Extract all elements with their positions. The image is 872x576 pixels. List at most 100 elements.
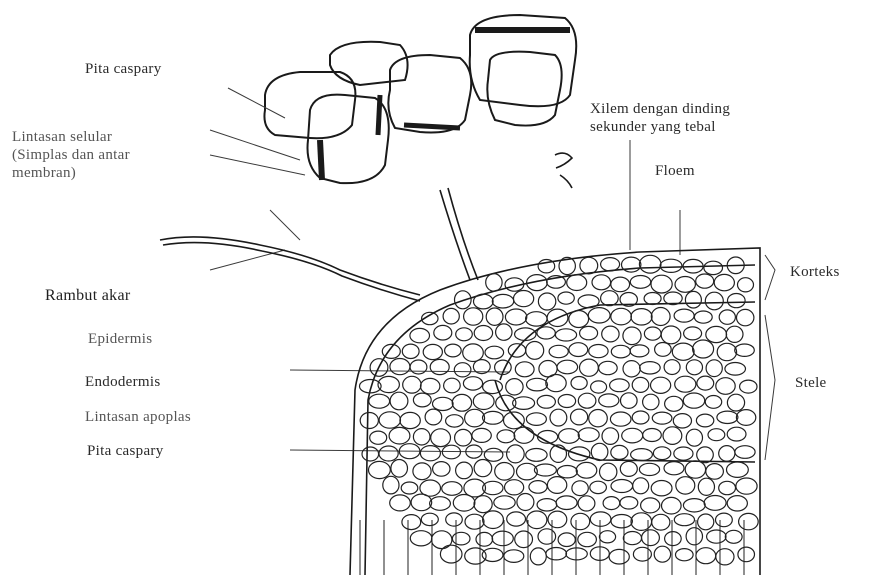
root-cell: [497, 430, 515, 443]
root-cell: [455, 429, 472, 446]
label-xilem: Xilem dengan dinding sekunder yang tebal: [590, 100, 730, 136]
root-cell: [571, 377, 587, 390]
root-cell: [578, 393, 596, 408]
root-cell: [430, 359, 449, 374]
root-cell: [463, 377, 482, 390]
root-cell: [389, 427, 410, 444]
root-cell: [651, 377, 671, 393]
label-endodermis: Endodermis: [85, 373, 161, 391]
root-cell: [706, 360, 722, 377]
root-cell: [736, 478, 757, 494]
root-cell: [547, 477, 566, 494]
root-cell: [610, 379, 630, 392]
root-cell: [642, 530, 660, 546]
root-cell: [557, 360, 578, 374]
root-cell: [591, 381, 607, 393]
root-cell: [590, 481, 607, 493]
root-cell: [537, 499, 557, 511]
root-cell: [611, 480, 633, 493]
root-cell: [546, 375, 566, 392]
root-cell: [725, 363, 746, 376]
root-cell: [433, 462, 450, 477]
root-cell: [483, 511, 504, 529]
root-cell: [514, 427, 534, 443]
root-cell: [698, 514, 714, 530]
label-korteks: Korteks: [790, 263, 840, 281]
root-cell: [611, 345, 630, 358]
root-cell: [514, 291, 534, 307]
root-cell: [633, 547, 651, 561]
root-cell: [504, 480, 523, 495]
root-cell: [369, 461, 391, 478]
root-cell: [472, 428, 491, 442]
root-cell: [716, 549, 734, 565]
root-cell: [548, 511, 567, 528]
root-cell: [390, 495, 411, 511]
root-cell: [623, 361, 640, 377]
root-cell: [739, 513, 759, 529]
root-cell: [423, 344, 442, 359]
root-cell: [446, 513, 463, 526]
root-cell: [621, 393, 638, 409]
root-cell: [602, 326, 619, 342]
endodermis-cells-3d-inset: [264, 15, 576, 183]
root-cell: [425, 409, 442, 425]
root-cell: [675, 277, 695, 293]
root-cell: [362, 447, 379, 461]
root-cell: [623, 532, 641, 545]
root-cell: [708, 429, 725, 441]
root-cell: [538, 529, 556, 544]
root-cell: [717, 343, 736, 360]
root-cell: [599, 394, 619, 407]
root-cell: [530, 548, 546, 565]
root-cell: [698, 478, 714, 495]
root-cell: [558, 395, 575, 408]
root-cell: [410, 360, 427, 374]
root-cell: [685, 291, 701, 308]
label-lintasan-apoplas: Lintasan apoplas: [85, 408, 191, 426]
root-cell: [474, 294, 494, 309]
root-cell: [599, 531, 615, 543]
root-cell: [434, 325, 452, 340]
root-cell: [719, 446, 735, 462]
root-cell: [630, 276, 650, 289]
root-cell: [578, 295, 599, 308]
root-cell: [476, 532, 493, 546]
root-cell: [651, 308, 670, 326]
root-cell: [507, 512, 526, 526]
root-cell: [653, 447, 670, 460]
root-cell: [589, 345, 608, 358]
root-cell: [631, 449, 653, 461]
root-cell: [716, 378, 735, 395]
root-cell: [526, 342, 544, 360]
root-cell: [651, 481, 672, 496]
root-cell: [474, 460, 492, 477]
root-cell: [665, 532, 682, 546]
root-cell: [391, 460, 408, 478]
root-cell: [567, 275, 587, 291]
root-cell: [683, 393, 704, 408]
root-cell: [494, 496, 515, 509]
root-cell: [550, 409, 567, 426]
root-cell: [495, 463, 514, 481]
label-lintasan-selular: Lintasan selular (Simplas dan antar memb…: [12, 128, 130, 182]
label-pita-caspary-top: Pita caspary: [85, 60, 162, 78]
root-cell: [456, 462, 473, 479]
root-cell: [684, 327, 702, 340]
root-cell: [379, 412, 400, 428]
root-cell: [452, 394, 471, 411]
root-cell: [738, 278, 754, 292]
root-cell: [390, 359, 410, 375]
root-cell: [496, 324, 512, 340]
root-cell: [705, 292, 723, 310]
root-cell: [600, 463, 617, 480]
root-cell: [571, 513, 590, 529]
root-cell: [704, 496, 726, 511]
root-cell: [556, 496, 577, 510]
root-cell: [465, 514, 484, 529]
root-cell: [430, 497, 451, 511]
root-cell: [473, 393, 494, 410]
root-cell: [379, 446, 398, 461]
root-cell: [727, 394, 744, 411]
root-cell: [611, 515, 632, 528]
